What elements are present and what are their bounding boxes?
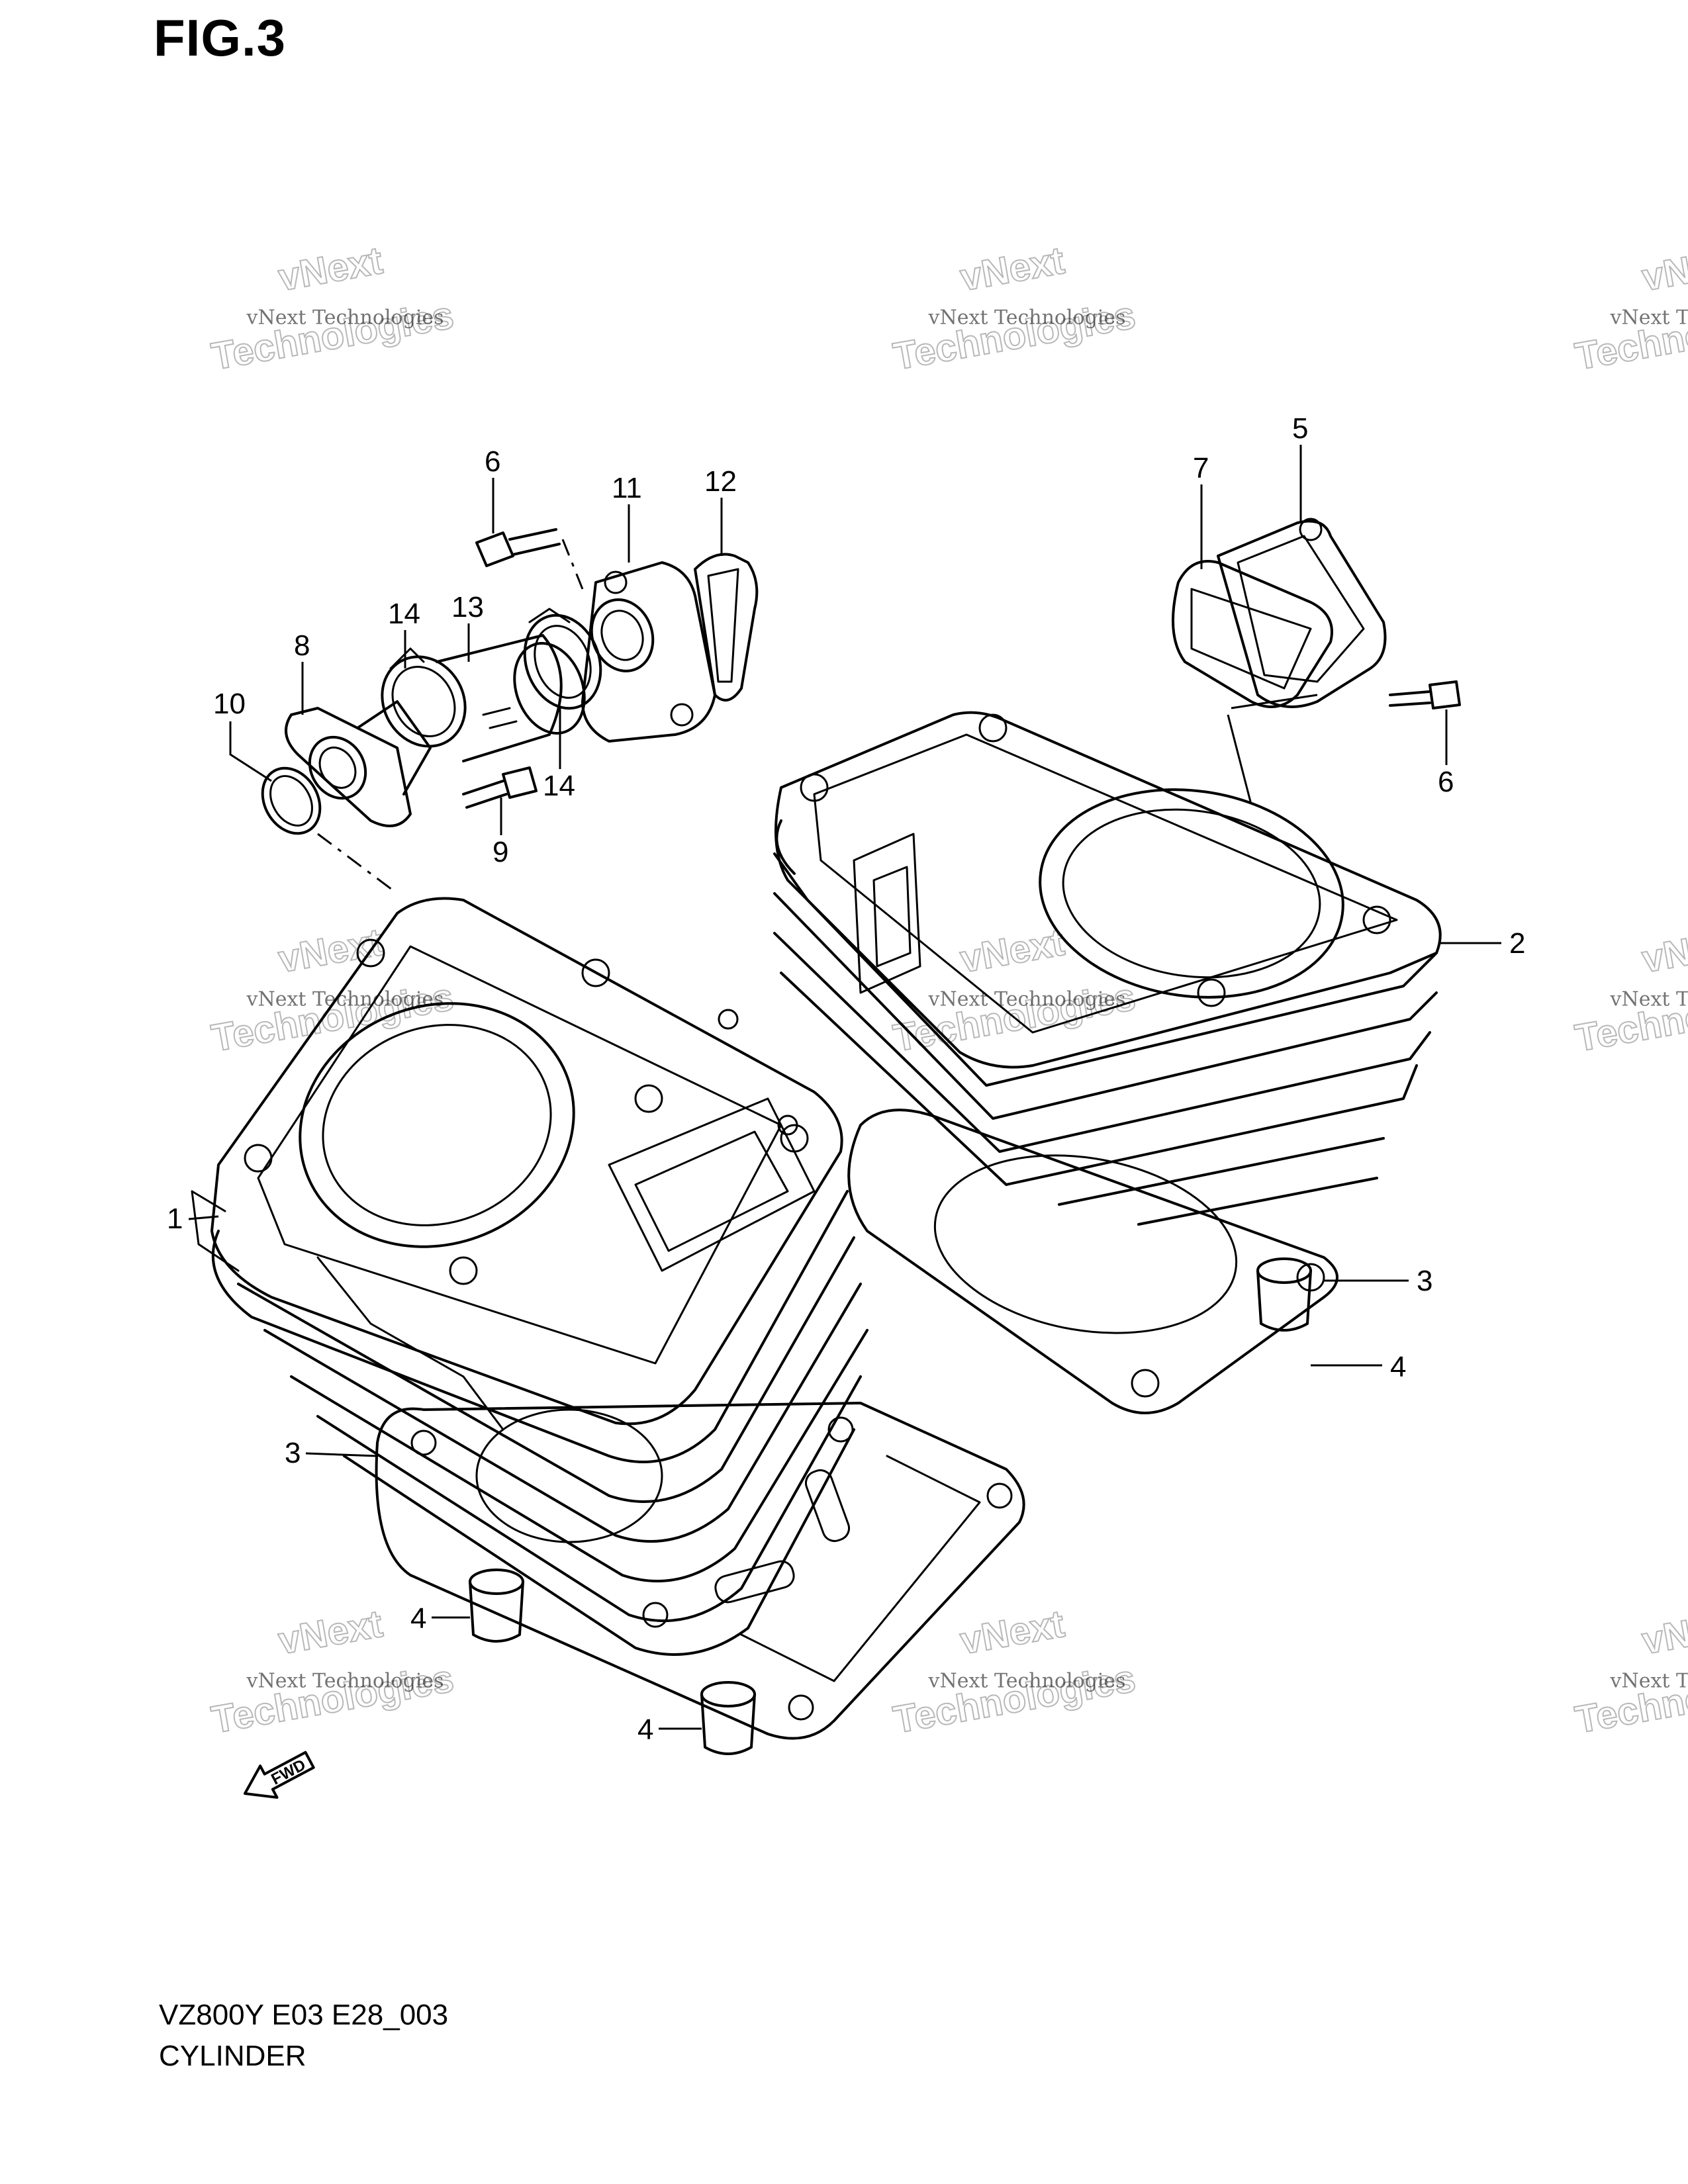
front-cylinder — [191, 897, 868, 1656]
svg-text:vNext Technologies: vNext Technologies — [1610, 306, 1688, 329]
callout-10: 10 — [213, 688, 246, 720]
callout-7: 7 — [1193, 452, 1209, 484]
dowel-pin-rear — [1256, 1257, 1312, 1332]
svg-text:vNext: vNext — [1639, 239, 1688, 299]
svg-text:vNext Technologies: vNext Technologies — [928, 987, 1126, 1011]
watermark: vNext Technologies vNext Technologies — [1571, 920, 1688, 1061]
hose-part-13 — [436, 634, 586, 762]
svg-text:vNext Technologies: vNext Technologies — [1610, 987, 1688, 1011]
callout-14-left: 14 — [388, 598, 420, 630]
callout-9: 9 — [492, 836, 508, 868]
callout-14-right: 14 — [543, 770, 575, 802]
callout-6-front: 6 — [485, 445, 500, 478]
callout-13: 13 — [451, 591, 484, 623]
dowel-pins — [469, 1257, 1312, 1755]
water-outlet-part-11 — [581, 561, 716, 743]
callout-4-front-a: 4 — [410, 1602, 426, 1635]
figure-title: FIG.3 — [154, 9, 287, 67]
callout-2: 2 — [1509, 927, 1525, 960]
bolt-part-9 — [462, 766, 538, 809]
dowel-pin-front-b — [700, 1681, 756, 1755]
dowel-pin-front-a — [469, 1569, 524, 1643]
watermark: vNext Technologies vNext Technologies — [1571, 1602, 1688, 1743]
svg-text:vNext Technologies: vNext Technologies — [928, 306, 1126, 329]
callout-12: 12 — [704, 465, 737, 498]
svg-text:vNext Technologies: vNext Technologies — [246, 306, 444, 329]
callouts: 1 2 3 3 4 4 4 5 6 6 7 8 9 10 11 12 13 — [167, 412, 1525, 1746]
callout-6-rear: 6 — [1438, 766, 1454, 798]
watermark: vNext Technologies vNext Technologies — [890, 1602, 1139, 1743]
callout-3-front: 3 — [285, 1437, 301, 1469]
svg-text:vNext: vNext — [1639, 921, 1688, 981]
svg-text:vNext Technologies: vNext Technologies — [246, 1669, 444, 1692]
watermark: vNext Technologies vNext Technologies — [208, 920, 457, 1061]
watermark-grid: vNext Technologies vNext Technologies vN… — [208, 238, 1688, 1743]
svg-text:vNext Technologies: vNext Technologies — [1610, 1669, 1688, 1692]
front-gasket — [375, 1402, 1025, 1740]
callout-3-rear: 3 — [1417, 1265, 1432, 1297]
watermark: vNext Technologies vNext Technologies — [208, 238, 457, 379]
fwd-arrow-icon: FWD — [244, 1751, 315, 1799]
svg-text:vNext: vNext — [275, 1602, 386, 1662]
bolt-part-6-front — [475, 528, 561, 567]
hose-clamp-part-14-left — [381, 647, 467, 748]
o-ring-part-10 — [261, 766, 322, 835]
callout-4-front-b: 4 — [637, 1713, 653, 1746]
water-inlet-group — [261, 528, 759, 895]
callout-11: 11 — [612, 472, 642, 504]
callout-5: 5 — [1292, 412, 1308, 445]
svg-text:vNext: vNext — [1639, 1602, 1688, 1662]
rear-cylinder — [773, 711, 1442, 1414]
svg-text:vNext: vNext — [957, 239, 1068, 299]
watermark: vNext Technologies vNext Technologies — [890, 238, 1139, 379]
section-name: CYLINDER — [159, 2040, 306, 2072]
gasket-part-7 — [1172, 560, 1333, 708]
gasket-part-12 — [694, 553, 759, 702]
bolt-part-6-rear — [1389, 680, 1461, 709]
watermark: vNext Technologies vNext Technologies — [1571, 238, 1688, 379]
callout-8: 8 — [294, 629, 310, 662]
svg-text:vNext: vNext — [275, 239, 386, 299]
svg-text:vNext Technologies: vNext Technologies — [246, 987, 444, 1011]
svg-text:vNext Technologies: vNext Technologies — [928, 1669, 1126, 1692]
hose-clamp-part-14-right — [523, 608, 602, 710]
model-code: VZ800Y E03 E28_003 — [159, 1999, 449, 2031]
rear-outlet-group — [1172, 518, 1461, 805]
flange-part-8 — [285, 700, 432, 827]
callout-4-rear: 4 — [1390, 1351, 1406, 1383]
callout-1: 1 — [167, 1203, 183, 1235]
svg-text:vNext: vNext — [957, 921, 1068, 981]
cover-part-5 — [1217, 518, 1387, 708]
svg-text:vNext: vNext — [957, 1602, 1068, 1662]
